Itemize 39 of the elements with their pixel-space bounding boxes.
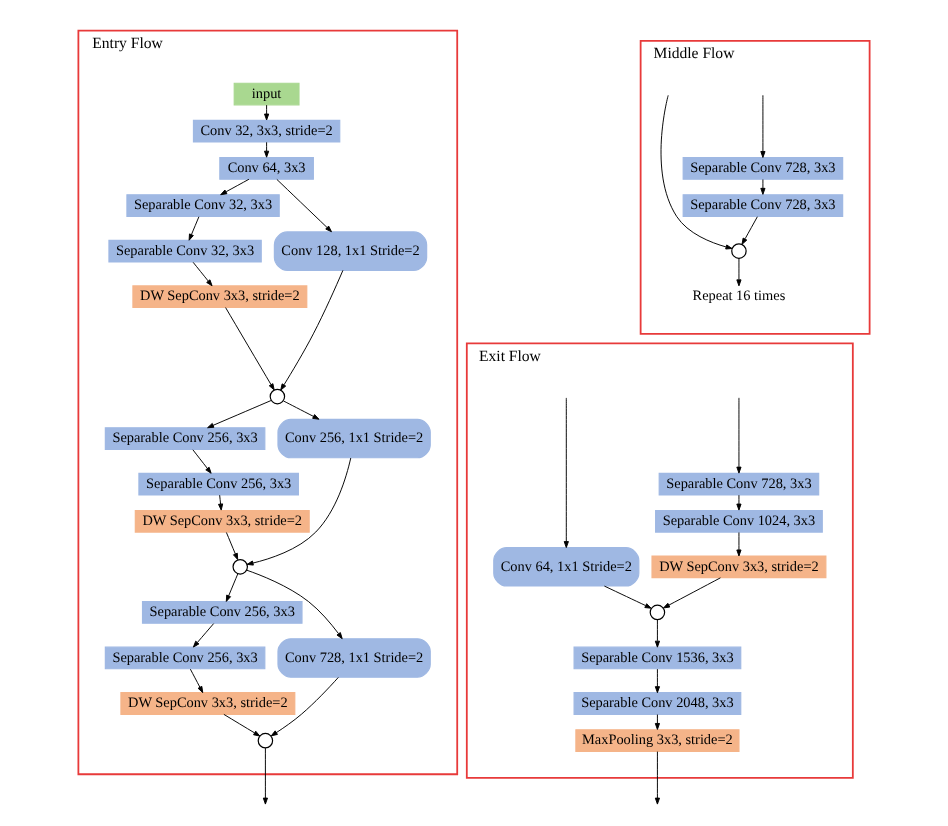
node-circle [269,388,286,405]
arrow [218,494,224,511]
arrow [280,269,344,391]
arrow [760,94,766,158]
node-circle [731,243,747,259]
arrow [736,532,742,557]
arrow [654,668,660,694]
arrow [276,178,332,233]
arrow [270,676,339,737]
arrow [225,573,239,602]
arrow [660,94,733,250]
arrow [663,577,721,609]
arrow [188,216,200,241]
arrow [282,400,320,420]
arrow [603,585,652,609]
arrow [262,747,268,805]
arrow [736,494,742,511]
arrow [192,261,213,287]
arrow [654,619,660,648]
arrow [563,397,569,549]
node-circle [649,604,666,621]
arrow [264,141,270,158]
arrow [246,569,343,640]
arrow [654,751,660,805]
arrow [220,178,250,196]
arrow [736,397,742,474]
arrow [225,307,275,391]
arrow [189,668,204,694]
arrow [736,257,742,287]
arrow [246,457,352,566]
node-circle [257,732,274,749]
arrow [223,713,261,737]
arrow [192,623,215,648]
arrow [760,179,766,195]
arrow [741,216,758,245]
arrow [207,400,272,429]
arrow [225,532,239,561]
arrow [192,449,212,474]
node-circle [232,559,248,575]
